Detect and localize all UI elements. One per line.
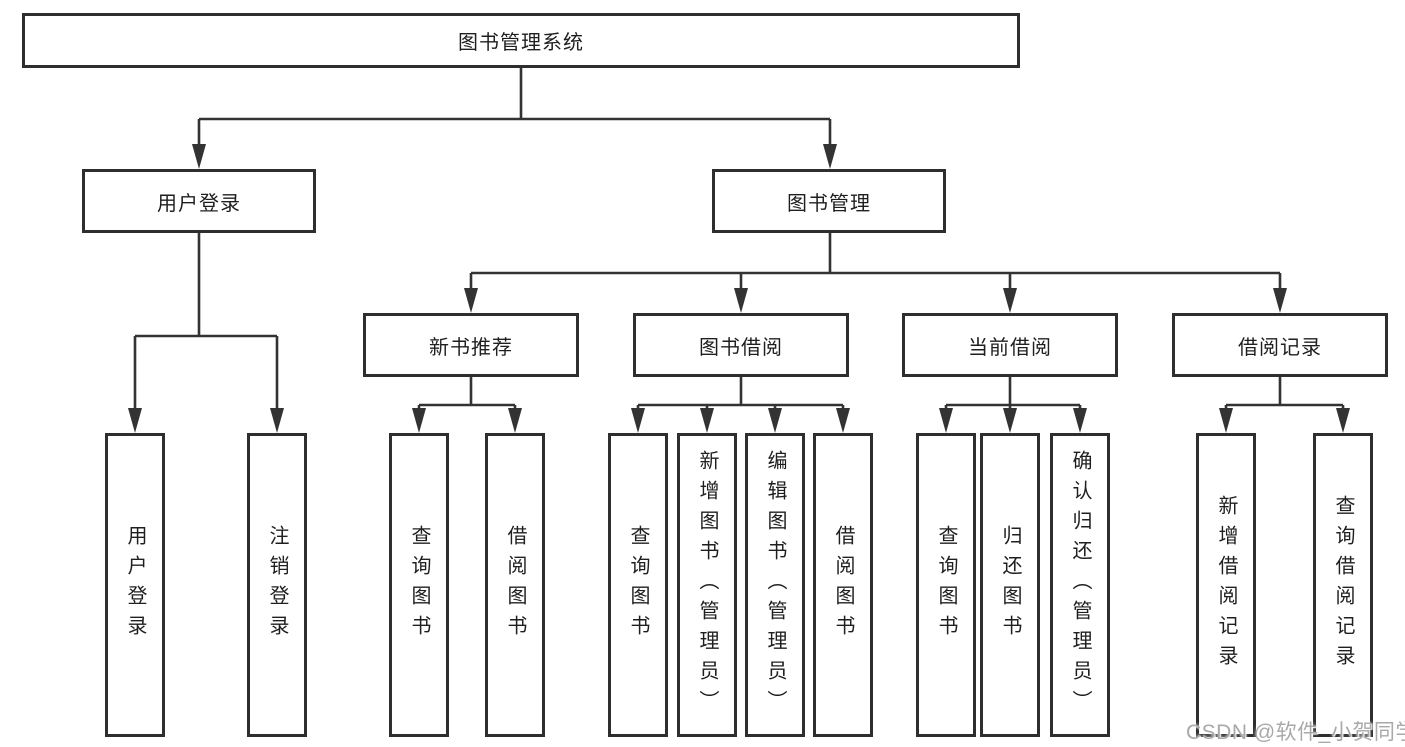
node-book-management: 图书管理: [712, 169, 946, 233]
node-label: 归还图书: [999, 525, 1021, 645]
node-label: 查询图书: [408, 525, 430, 645]
node-label: 当前借阅: [968, 336, 1052, 359]
node-label: 用户登录: [157, 192, 241, 215]
node-label: 查询图书: [935, 525, 957, 645]
leaf-borrow-books: 借阅图书: [813, 433, 873, 737]
leaf-recommend-borrow-books: 借阅图书: [485, 433, 545, 737]
node-new-book-recommend: 新书推荐: [363, 313, 579, 377]
connector-book-management-branch: [464, 233, 1287, 313]
node-label: 确认归还（管理员）: [1069, 450, 1091, 720]
leaf-add-borrow-record: 新增借阅记录: [1196, 433, 1256, 737]
node-current-borrow: 当前借阅: [902, 313, 1118, 377]
connector-current-branch: [939, 377, 1087, 433]
node-label: 新增图书（管理员）: [696, 450, 718, 720]
leaf-confirm-return-admin: 确认归还（管理员）: [1050, 433, 1110, 737]
node-label: 图书借阅: [699, 336, 783, 359]
node-label: 图书管理: [787, 192, 871, 215]
node-user-login: 用户登录: [82, 169, 316, 233]
connector-borrow-branch: [631, 377, 850, 433]
connector-root-to-level2: [192, 68, 837, 169]
connector-user-login-branch: [128, 233, 284, 433]
csdn-watermark: CSDN @软件_小贺同学: [1186, 721, 1405, 744]
leaf-query-borrow-record: 查询借阅记录: [1313, 433, 1373, 737]
node-label: 图书管理系统: [458, 32, 584, 54]
node-label: 查询借阅记录: [1332, 495, 1354, 675]
node-label: 借阅记录: [1238, 336, 1322, 359]
leaf-recommend-query-books: 查询图书: [389, 433, 449, 737]
node-label: 新书推荐: [429, 336, 513, 359]
connector-records-branch: [1219, 377, 1350, 433]
node-label: 注销登录: [266, 525, 288, 645]
node-label: 用户登录: [124, 525, 146, 645]
leaf-add-book-admin: 新增图书（管理员）: [677, 433, 737, 737]
leaf-borrow-query-books: 查询图书: [608, 433, 668, 737]
leaf-return-books: 归还图书: [980, 433, 1040, 737]
leaf-edit-book-admin: 编辑图书（管理员）: [745, 433, 805, 737]
leaf-current-query-books: 查询图书: [916, 433, 976, 737]
node-label: 新增借阅记录: [1215, 495, 1237, 675]
node-label: 查询图书: [627, 525, 649, 645]
node-library-management-system: 图书管理系统: [22, 13, 1020, 68]
leaf-logout: 注销登录: [247, 433, 307, 737]
node-label: 编辑图书（管理员）: [764, 450, 786, 720]
node-book-borrow: 图书借阅: [633, 313, 849, 377]
node-borrow-records: 借阅记录: [1172, 313, 1388, 377]
connector-recommend-branch: [412, 377, 522, 433]
node-label: 借阅图书: [832, 525, 854, 645]
leaf-user-login: 用户登录: [105, 433, 165, 737]
node-label: 借阅图书: [504, 525, 526, 645]
